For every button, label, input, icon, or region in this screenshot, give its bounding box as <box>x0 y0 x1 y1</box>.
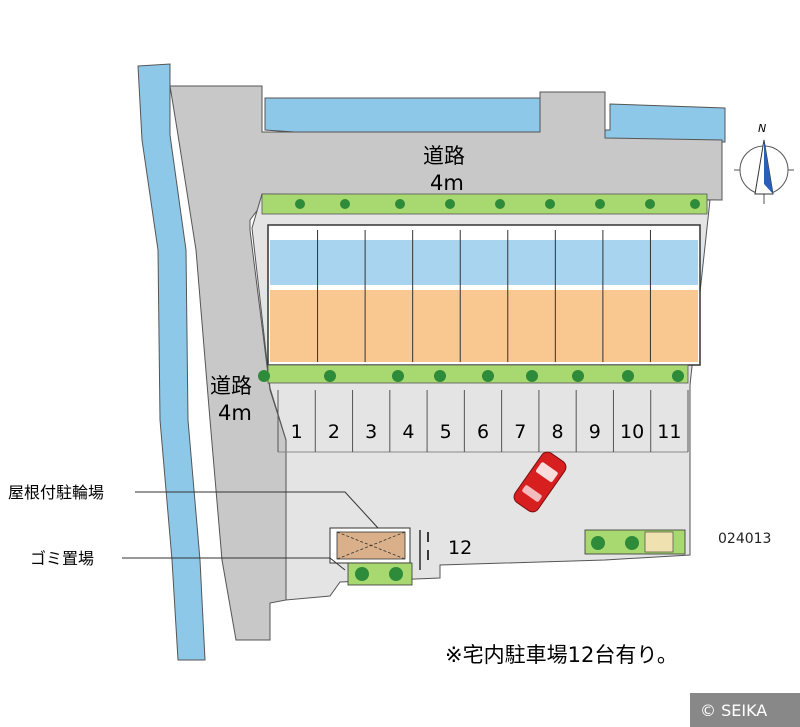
space-number-5: 5 <box>440 421 452 443</box>
road-north-name: 道路 <box>423 144 465 168</box>
tree <box>295 199 305 209</box>
tree <box>545 199 555 209</box>
space-number-10: 10 <box>620 421 644 443</box>
compass-icon: N <box>734 122 794 204</box>
space-number-8: 8 <box>551 421 563 443</box>
callout-line-bicycle <box>135 491 379 529</box>
parking-spaces: 1 2 3 4 5 6 7 8 9 10 11 <box>277 390 689 453</box>
copyright-text: © SEIKA <box>700 701 767 720</box>
callout-garbage: ゴミ置場 <box>30 549 94 568</box>
tree <box>690 199 700 209</box>
compass-north-label: N <box>758 122 766 135</box>
road-north-width: 4m <box>430 171 464 195</box>
space-number-2: 2 <box>328 421 340 443</box>
tree <box>645 199 655 209</box>
tree <box>595 199 605 209</box>
car-icon <box>513 451 567 513</box>
space-number-11: 11 <box>657 421 681 443</box>
tree <box>445 199 455 209</box>
copyright-badge: © SEIKA <box>690 693 800 727</box>
tree <box>672 370 684 382</box>
tree <box>340 199 350 209</box>
road-west-name: 道路 <box>210 374 252 398</box>
tree <box>622 370 634 382</box>
tree <box>572 370 584 382</box>
tree <box>526 370 538 382</box>
tree-row <box>258 199 700 382</box>
road-west-width: 4m <box>218 401 252 425</box>
space-number-7: 7 <box>514 421 526 443</box>
tree <box>258 370 270 382</box>
apartment-building <box>267 224 701 366</box>
space-number-9: 9 <box>589 421 601 443</box>
tree <box>324 370 336 382</box>
callout-bicycle-parking: 屋根付駐輪場 <box>8 483 104 502</box>
space-number-3: 3 <box>365 421 377 443</box>
property-code: 024013 <box>718 531 771 547</box>
space-number-12: 12 <box>448 537 472 559</box>
parking-note: ※宅内駐車場12台有り。 <box>445 643 678 667</box>
tree <box>495 199 505 209</box>
planting-east <box>584 529 686 555</box>
parking-space-12: 12 <box>419 530 472 570</box>
units-living-area <box>270 290 698 362</box>
tree <box>395 199 405 209</box>
hedge-north <box>261 193 708 215</box>
garbage-area <box>347 562 413 586</box>
tree <box>482 370 494 382</box>
tree <box>392 370 404 382</box>
tree <box>434 370 446 382</box>
callout-line-garbage <box>122 557 346 571</box>
space-number-1: 1 <box>291 421 303 443</box>
bicycle-parking <box>329 527 411 564</box>
river-channel <box>137 63 206 661</box>
space-number-4: 4 <box>402 421 414 443</box>
space-number-6: 6 <box>477 421 489 443</box>
units-wet-area <box>270 240 698 285</box>
